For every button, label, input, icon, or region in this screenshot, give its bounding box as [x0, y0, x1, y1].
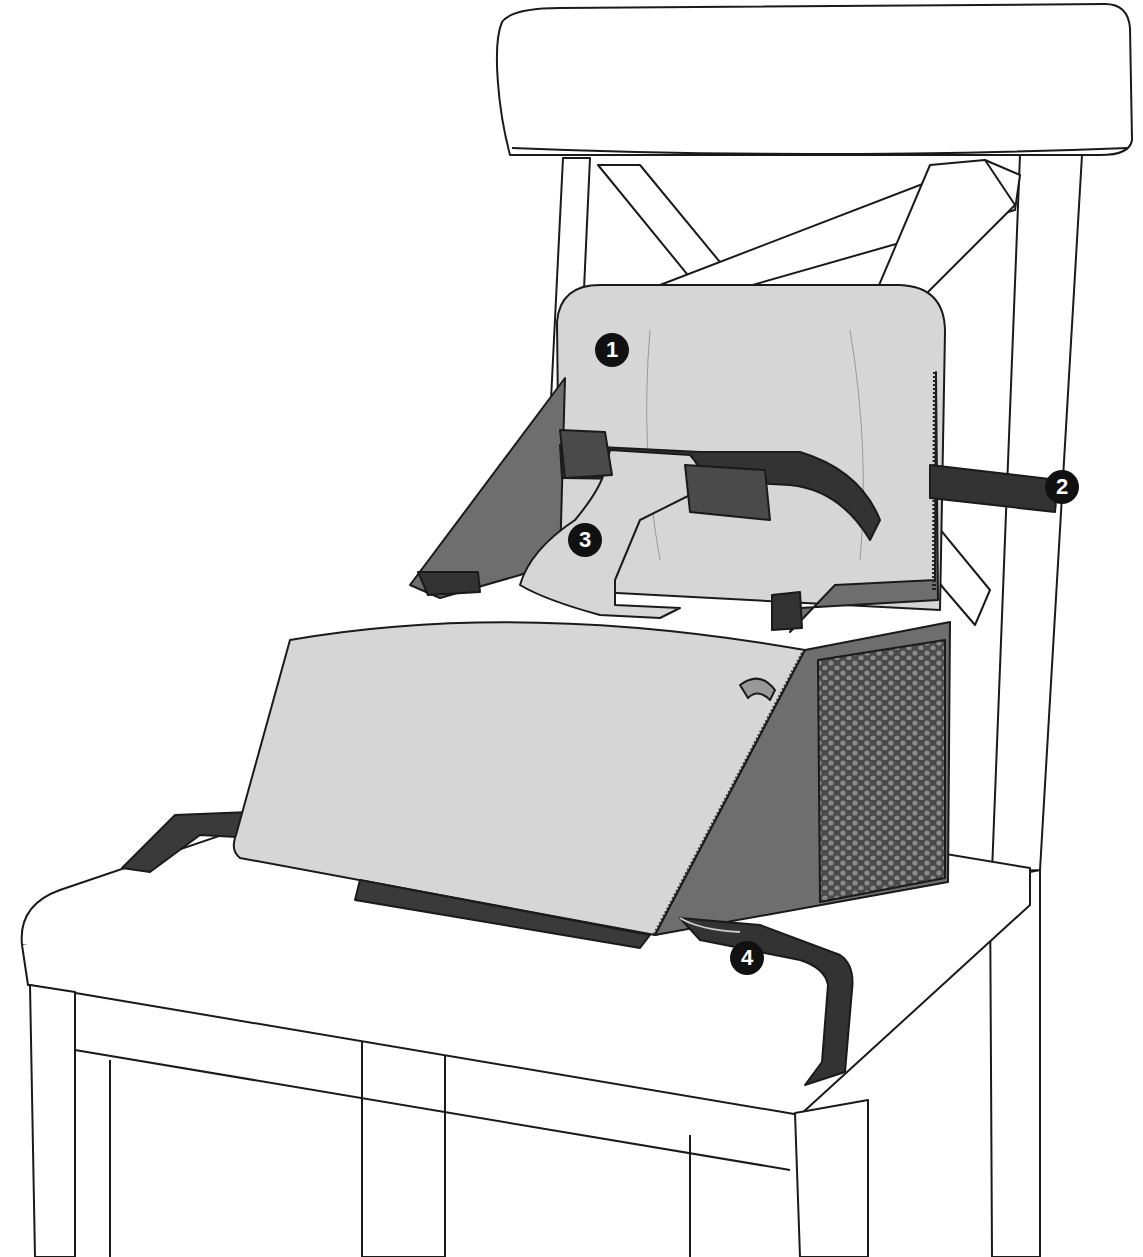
callout-number: 1 [595, 333, 629, 367]
strap-loop [418, 572, 480, 595]
strap-ring [680, 918, 740, 932]
chair-line [110, 1060, 690, 1257]
chair-apron [75, 1050, 790, 1170]
chair-post [992, 155, 1082, 872]
callout-number: 3 [568, 523, 602, 557]
chair-top-rail [497, 4, 1132, 155]
mesh-pocket [818, 640, 945, 902]
chair-seat-edge [22, 880, 1030, 1115]
seam [647, 330, 864, 560]
buckle [560, 430, 612, 478]
booster-seat [122, 285, 1058, 1085]
strap [930, 465, 1058, 512]
zipper-pull [740, 679, 775, 700]
callout-number: 2 [1045, 470, 1079, 504]
chair-leg [30, 985, 75, 1257]
strap [680, 918, 853, 1085]
base-bottom [355, 880, 650, 948]
chair [22, 4, 1132, 1257]
buckle [685, 465, 770, 520]
strap-loop [772, 592, 802, 630]
callout-number: 4 [730, 941, 764, 975]
chair-leg [795, 1100, 868, 1257]
chair-line [512, 148, 1128, 154]
side-panel [655, 622, 950, 935]
